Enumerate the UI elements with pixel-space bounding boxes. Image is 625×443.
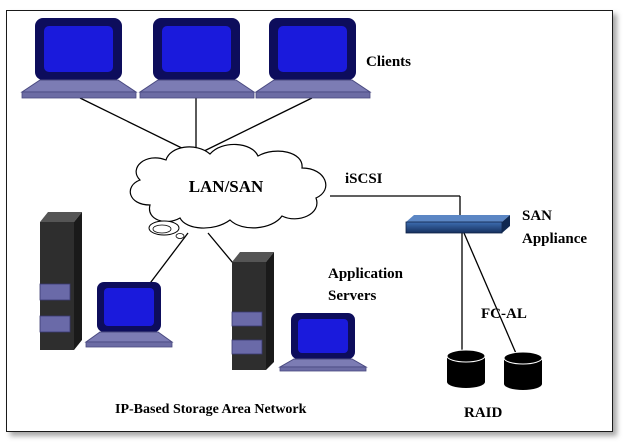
application-server — [231, 252, 368, 372]
raid-disk — [503, 351, 543, 390]
monitor-screen — [162, 26, 231, 72]
drive-bay — [231, 311, 263, 327]
drive-bay — [231, 339, 263, 355]
drive-bay — [39, 315, 71, 333]
client-computer — [20, 18, 138, 99]
diagram-caption: IP-Based Storage Area Network — [115, 402, 307, 417]
app-servers-label-line1: Application — [328, 266, 404, 282]
keyboard — [254, 79, 372, 93]
keyboard — [138, 79, 256, 93]
monitor-screen — [298, 319, 348, 353]
raid-disk — [446, 349, 486, 388]
link-client1-cloud — [79, 97, 197, 156]
link-client3-cloud — [195, 97, 313, 156]
cloud-shape — [129, 143, 327, 229]
clients-label: Clients — [366, 54, 411, 70]
cloud-bubble — [148, 220, 180, 236]
cloud-label: LAN/SAN — [189, 177, 264, 196]
keyboard — [84, 331, 174, 343]
client-computer — [138, 18, 256, 99]
monitor-screen — [44, 26, 113, 72]
iscsi-label: iSCSI — [345, 171, 383, 187]
lan-san-cloud: LAN/SAN — [129, 143, 327, 239]
monitor-screen — [278, 26, 347, 72]
client-computer — [254, 18, 372, 99]
raid-label: RAID — [464, 405, 503, 421]
keyboard — [278, 358, 368, 368]
link-appliance-raid2 — [463, 232, 519, 359]
monitor-screen — [104, 288, 154, 326]
appliance-box — [405, 221, 503, 234]
san-appliance — [405, 215, 510, 234]
app-servers-label-line2: Servers — [328, 288, 376, 304]
san-label-line2: Appliance — [522, 231, 587, 247]
application-server — [39, 212, 174, 350]
fcal-label: FC-AL — [481, 306, 527, 322]
san-label-line1: SAN — [522, 208, 552, 224]
drive-bay — [39, 283, 71, 301]
keyboard — [20, 79, 138, 93]
